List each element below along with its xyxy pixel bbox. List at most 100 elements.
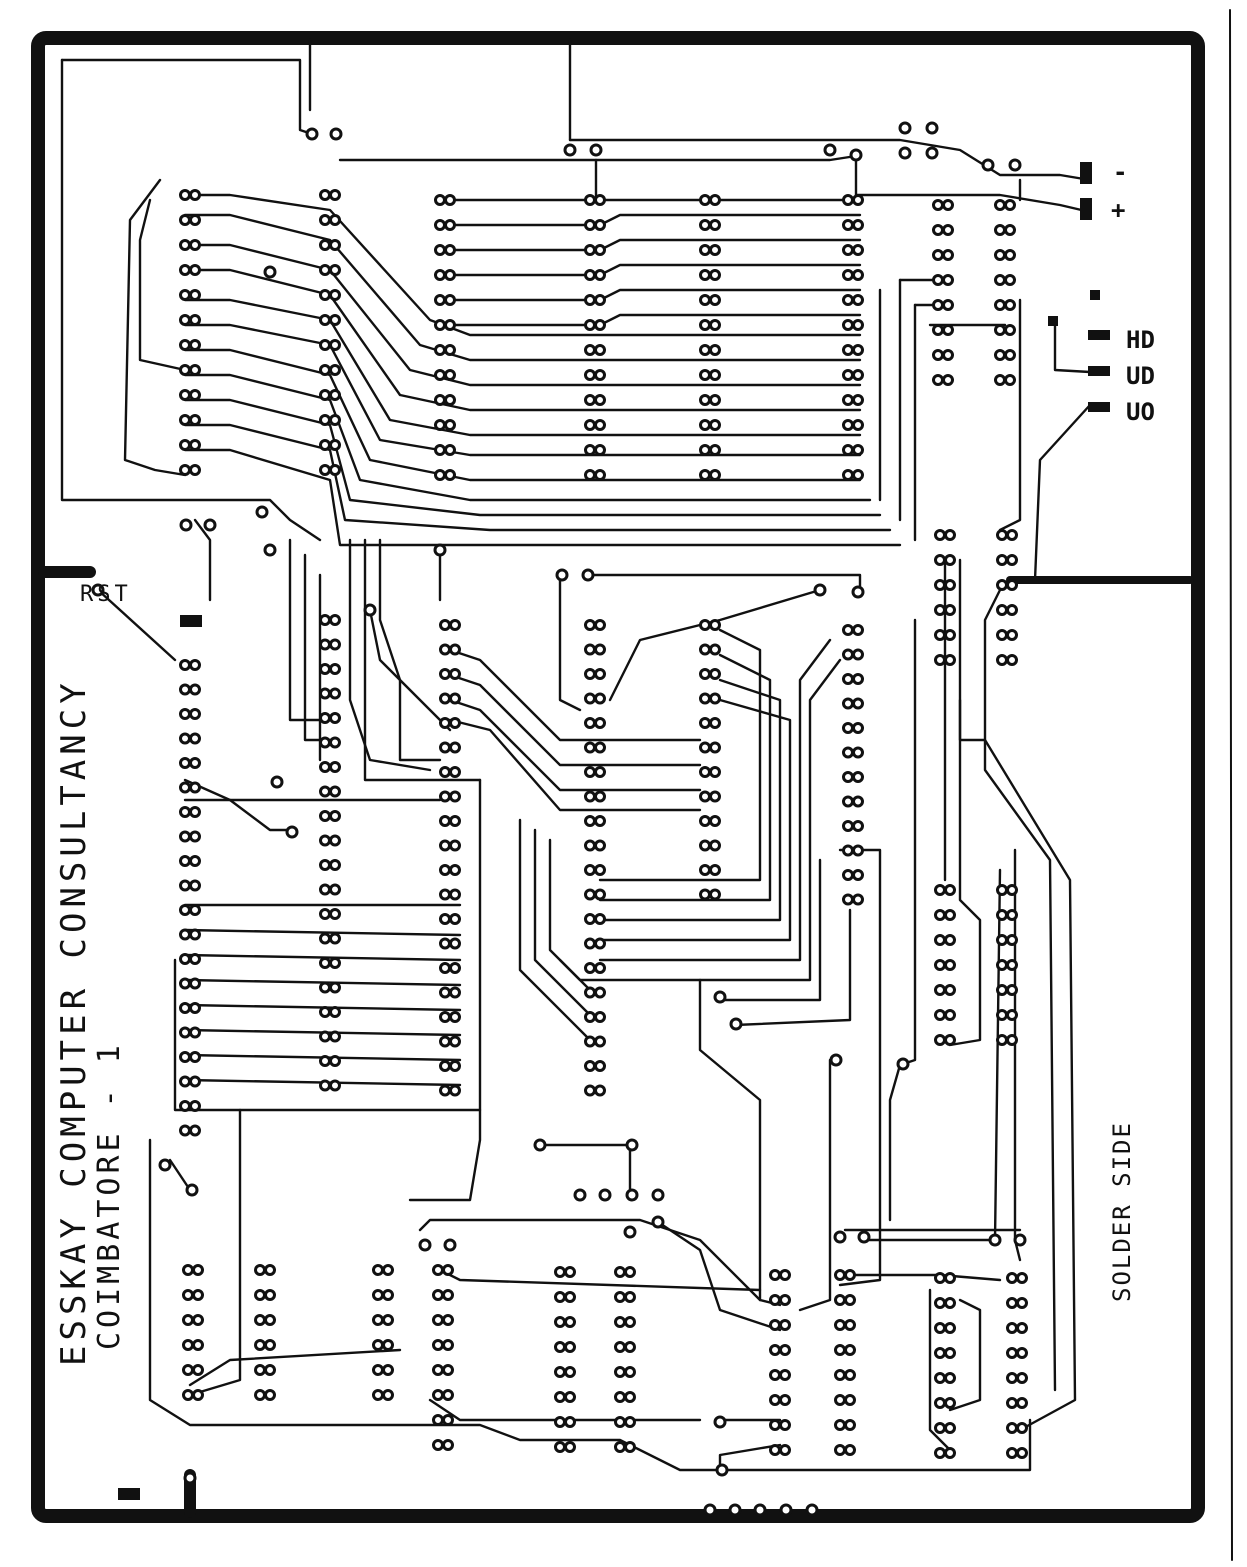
ic-pad (319, 364, 331, 376)
ic-pad (994, 249, 1006, 261)
ic-pad (1004, 299, 1016, 311)
ic-pad (934, 884, 946, 896)
ic-pad (996, 529, 1008, 541)
ic-pad (699, 194, 711, 206)
ic-pad (449, 668, 461, 680)
ic-pad (254, 1364, 266, 1376)
ic-pad (842, 194, 854, 206)
ic-pad (594, 864, 606, 876)
ic-pad (439, 717, 451, 729)
ic-pad (699, 219, 711, 231)
ic-pad (192, 1364, 204, 1376)
ic-pad (319, 785, 331, 798)
ic-pad (842, 444, 854, 456)
ic-pad (844, 1419, 856, 1431)
ic-pad (852, 746, 864, 759)
ic-pad (434, 344, 446, 356)
ic-pad (449, 766, 461, 778)
ic-pad (179, 855, 191, 867)
ic-pad (179, 757, 191, 769)
ic-pad (594, 1011, 606, 1023)
ic-pad (934, 1322, 946, 1334)
ic-pad (852, 673, 864, 685)
ic-pad (709, 815, 721, 827)
ic-pad (329, 883, 341, 896)
ic-pad (189, 781, 201, 794)
ic-pad (934, 959, 946, 971)
ic-pad (594, 766, 606, 778)
ic-pad (444, 219, 456, 231)
ic-pad (594, 790, 606, 803)
ic-pad (594, 1060, 606, 1072)
ic-pad (934, 1297, 946, 1309)
ic-pad (934, 529, 946, 541)
ic-pad (372, 1339, 384, 1351)
ic-pad (434, 219, 446, 231)
ic-pad (844, 1444, 856, 1456)
ic-pad (564, 1291, 576, 1303)
ic-pad (1006, 529, 1018, 541)
ic-pad (584, 888, 596, 901)
ic-pad (319, 314, 331, 326)
ic-pad (942, 349, 954, 361)
ic-pad (449, 937, 461, 950)
ic-pad (709, 692, 721, 705)
ic-pad (439, 692, 451, 705)
ic-pad (932, 324, 944, 336)
ic-pad (1016, 1347, 1028, 1359)
ic-pad (1016, 1397, 1028, 1409)
ic-pad (852, 869, 864, 881)
ic-pad (852, 795, 864, 808)
ic-pad (852, 319, 864, 331)
ic-pad (852, 394, 864, 406)
ic-pad (624, 1291, 636, 1303)
ic-pad (934, 1397, 946, 1409)
ic-pad (842, 722, 854, 734)
ic-pad (382, 1339, 394, 1351)
ic-pad (439, 766, 451, 778)
ic-pad (779, 1419, 791, 1431)
ic-pad (254, 1264, 266, 1276)
ic-pad (699, 864, 711, 876)
ic-pad (834, 1344, 846, 1356)
ic-pad (382, 1389, 394, 1401)
ic-pad (699, 692, 711, 705)
ic-pad (852, 469, 864, 481)
ic-pad (584, 717, 596, 729)
ic-pad (594, 815, 606, 827)
ic-pad (179, 1124, 191, 1137)
ic-pad (994, 324, 1006, 336)
ic-pad (439, 962, 451, 974)
ic-pad (264, 1289, 276, 1301)
ic-pad (699, 369, 711, 381)
ic-pad (614, 1441, 626, 1453)
ic-pad (189, 314, 201, 326)
ic-pad (319, 239, 331, 251)
ic-pad (994, 199, 1006, 211)
ic-pad (189, 214, 201, 226)
ic-pad (944, 629, 956, 641)
ic-pad (594, 913, 606, 925)
ic-pad (189, 830, 201, 843)
ic-pad (432, 1289, 444, 1301)
ic-pad (996, 1009, 1008, 1021)
ic-pad (842, 319, 854, 331)
ic-pad (852, 624, 864, 636)
ic-pad (614, 1266, 626, 1278)
ic-pad (584, 219, 596, 231)
ic-pad (372, 1364, 384, 1376)
ic-pad (944, 884, 956, 896)
ic-pad (842, 469, 854, 481)
ic-pad (584, 1060, 596, 1072)
ic-pad (594, 419, 606, 431)
ic-pad (329, 239, 341, 251)
ic-pad (554, 1266, 566, 1278)
ic-pad (319, 761, 331, 773)
ic-pad (372, 1289, 384, 1301)
ic-pad (1006, 1009, 1018, 1021)
ic-pad (594, 194, 606, 206)
ic-pad (449, 864, 461, 876)
ic-pad (182, 1289, 194, 1301)
ic-pad (319, 1030, 331, 1043)
ic-pad (934, 1272, 946, 1284)
